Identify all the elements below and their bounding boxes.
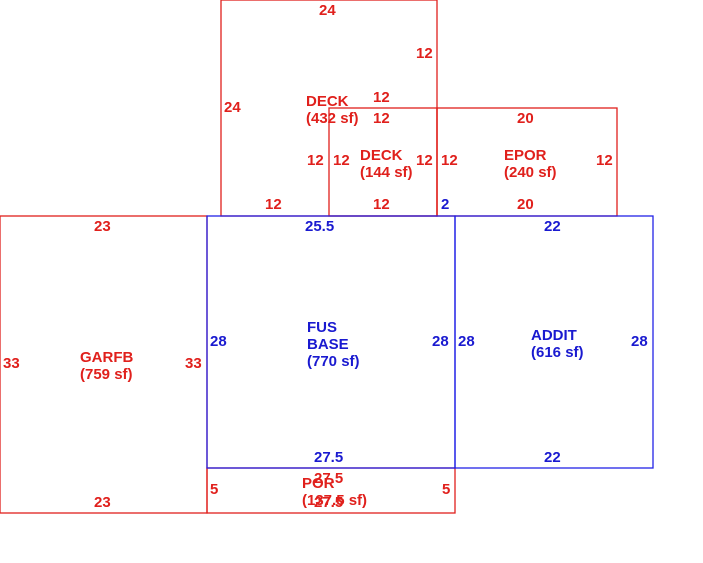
epor-offset-dim: 2 [441,196,449,213]
garfb-top-dim: 23 [94,218,111,235]
deck-small-top-dim: 12 [373,110,390,127]
fus-base-left-dim: 28 [210,333,227,350]
epor-top-dim: 20 [517,110,534,127]
deck-large-left-dim: 24 [224,99,241,116]
por-name: POR [302,475,335,492]
epor-bottom-dim: 20 [517,196,534,213]
fus-base-top-dim: 25.5 [305,218,334,235]
garfb-name: GARFB [80,349,133,366]
fus-base-bottom-dim: 27.5 [314,449,343,466]
fus-base-area: (770 sf) [307,353,360,370]
garfb-right-dim: 33 [185,355,202,372]
fus-base-right-dim: 28 [432,333,449,350]
epor-left-dim: 12 [441,152,458,169]
fus-base-name-line1: FUS [307,319,337,336]
fus-base-name-line2: BASE [307,336,349,353]
addit-top-dim: 22 [544,218,561,235]
deck-small-name: DECK [360,147,403,164]
por-left-dim: 5 [210,481,218,498]
garfb-bottom-dim: 23 [94,494,111,511]
deck-small-area: (144 sf) [360,164,413,181]
epor-right-dim: 12 [596,152,613,169]
por-right-dim: 5 [442,481,450,498]
addit-outline [454,215,654,469]
por-top-dim: 27.5 [314,470,343,487]
deck-large-name: DECK [306,93,349,110]
epor-name: EPOR [504,147,547,164]
deck-small-left-dim: 12 [333,152,350,169]
por-bottom-dim: 27.5 [314,494,343,511]
deck-small-right-dim: 12 [416,152,433,169]
addit-bottom-dim: 22 [544,449,561,466]
addit-left-dim: 28 [458,333,475,350]
deck-large-inner-dim: 12 [373,89,390,106]
deck-large-top-dim: 24 [319,2,336,19]
addit-right-dim: 28 [631,333,648,350]
garfb-area: (759 sf) [80,366,133,383]
deck-large-right-dim: 12 [416,45,433,62]
deck-small-bottom-dim: 12 [373,196,390,213]
epor-area: (240 sf) [504,164,557,181]
addit-area: (616 sf) [531,344,584,361]
deck-large-bottom-dim: 12 [265,196,282,213]
deck-large-area: (432 sf) [306,110,359,127]
deck-large-step-dim: 12 [307,152,324,169]
por-area: (137.5 sf) [302,492,367,509]
garfb-left-dim: 33 [3,355,20,372]
addit-name: ADDIT [531,327,577,344]
